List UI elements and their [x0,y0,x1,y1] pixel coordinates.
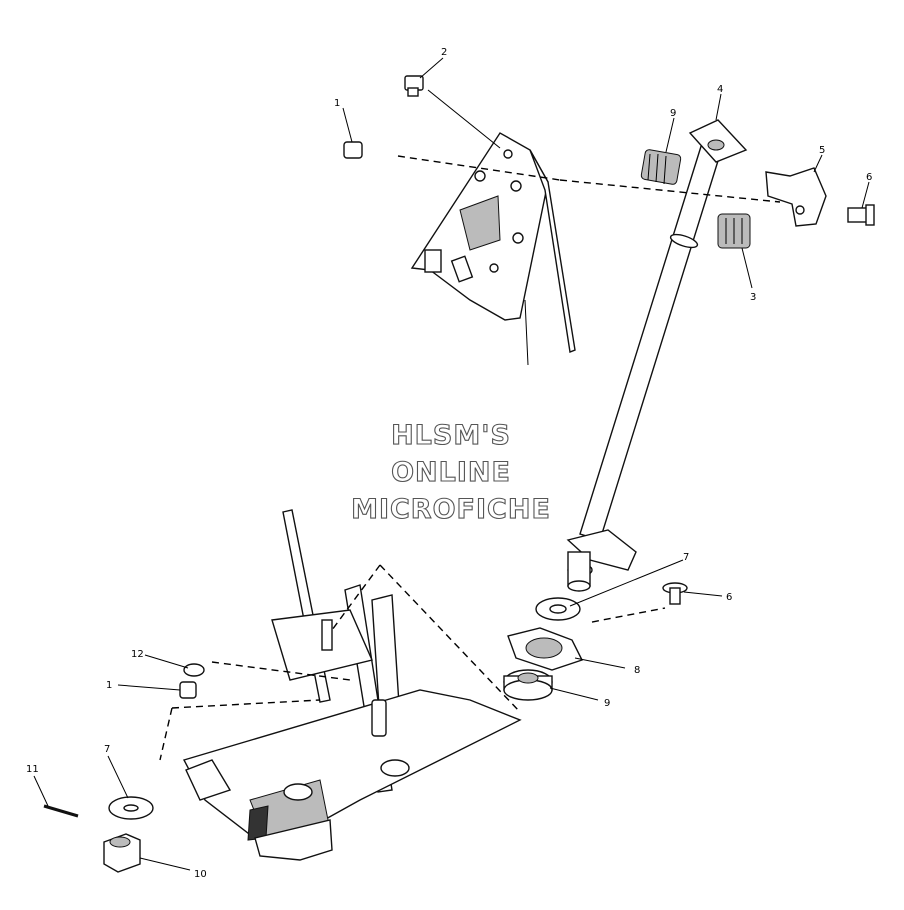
watermark-line-2: ONLINE [391,457,511,488]
clamp-bracket [765,167,827,227]
bolt-top [847,204,875,226]
callout-2: 2 [441,47,447,58]
washer-lower [108,796,154,820]
cotter-pin [43,804,79,818]
upper-bracket-plate [410,132,576,366]
assembly-lines [159,155,781,761]
watermark: HLSM'S ONLINE MICROFICHE [351,419,551,525]
bushing-lower [717,213,751,249]
nut-lower [179,681,197,699]
callout-4: 4 [717,84,723,95]
callout-10: 10 [194,869,207,880]
bolt-mid [662,582,688,605]
callout-9-top: 9 [670,108,676,119]
lower-frame [182,509,522,861]
watermark-line-1: HLSM'S [391,420,511,451]
leader-lines [33,57,870,871]
callout-3: 3 [750,292,756,303]
washer-mid [535,597,581,621]
callout-11: 11 [26,764,39,775]
callout-numbers: 1 2 9 4 5 6 3 7 6 8 9 12 1 7 11 10 [26,47,872,880]
callout-7-bot: 7 [104,744,110,755]
callout-7-mid: 7 [683,552,689,563]
callout-1-top: 1 [334,98,340,109]
watermark-line-3: MICROFICHE [351,494,551,525]
callout-1-bot: 1 [106,680,112,691]
bearing-flange [507,627,583,671]
castle-nut [103,833,141,873]
screw-top [404,75,424,97]
callout-5: 5 [819,145,825,156]
callout-6-mid: 6 [726,592,732,603]
bearing-bushing [503,669,553,701]
callout-8: 8 [634,665,640,676]
washer-12 [183,663,205,677]
callout-12: 12 [131,649,144,660]
bushing-top [640,149,682,185]
callout-9-bot: 9 [604,698,610,709]
steering-post [566,119,748,592]
nut-top [343,141,363,159]
callout-6-top: 6 [866,172,872,183]
